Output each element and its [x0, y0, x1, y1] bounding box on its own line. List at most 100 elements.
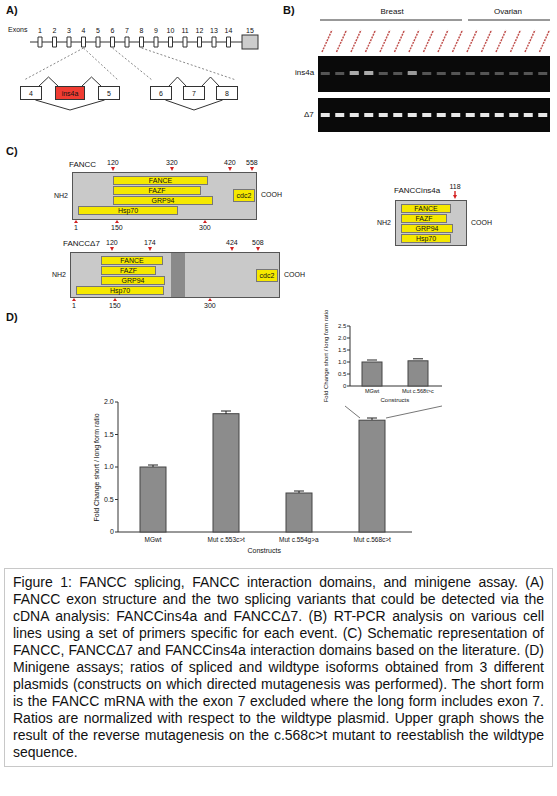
axis-title: Fold Change short / long form ratio: [323, 310, 329, 403]
figure-label: Constructs: [381, 397, 410, 403]
splice-connector: [82, 77, 101, 86]
figure-label: Exons: [8, 26, 27, 33]
figure-label: 2: [53, 27, 57, 34]
exon-map-part: [24, 48, 236, 80]
node-label: FANCE: [149, 177, 172, 184]
domain-bar: FAZF: [401, 214, 447, 223]
node-label: 6: [159, 90, 163, 97]
domain-bar: GRP94: [113, 196, 213, 205]
protein-box: FANCCFANCEFAZFGRP94Hsp70cdc2: [72, 172, 257, 220]
figure-label: 1.0: [104, 463, 114, 470]
figure-label: Mut c.554g>a: [279, 537, 319, 544]
figure-label: 11: [182, 27, 189, 34]
domain-bar: FANCE: [101, 256, 163, 265]
figure-label: 420: [224, 159, 236, 166]
node-label: ins4a: [62, 90, 79, 97]
panel-letter: A): [6, 5, 18, 16]
inset-chart-part: [345, 406, 442, 418]
rt-pcr-gel-part: [320, 20, 550, 21]
figure-label: 2.0: [104, 398, 114, 405]
node-label: cdc2: [260, 272, 275, 279]
protein-box: FANCCΔ7FANCEFAZFGRP94Hsp70cdc2: [70, 252, 280, 298]
inset-chart: [345, 326, 442, 418]
figure-label: 8: [140, 27, 144, 34]
figure-label: 2.0: [338, 335, 346, 341]
figure-label: ins4a: [295, 69, 314, 77]
figure-label: Δ7: [304, 111, 314, 119]
figure-label: COOH: [471, 219, 492, 226]
figure-label: 320: [166, 159, 178, 166]
node-heading: FANCC: [69, 161, 96, 169]
figure-label: NH2: [54, 192, 68, 199]
panel-letter: D): [6, 312, 18, 323]
inset-chart-part: [347, 326, 350, 386]
figure-label: 120: [107, 159, 119, 166]
node-label: FAZF: [415, 215, 432, 222]
node-label: GRP94: [122, 277, 145, 284]
figure-label: 1: [72, 302, 76, 309]
position-markers-part: [74, 220, 207, 223]
node-label: 5: [107, 90, 111, 97]
domain-bar: FAZF: [101, 266, 156, 275]
domain-bar: cdc2: [233, 189, 255, 202]
rt-pcr-gel-part: [318, 56, 550, 92]
figure-label: 13: [210, 27, 218, 34]
figure-label: Ovarian: [494, 8, 522, 16]
bar-chart-part: [286, 493, 312, 532]
node-label: FAZF: [120, 267, 137, 274]
domain-bar: GRP94: [101, 276, 165, 285]
exon-box: 5: [98, 86, 120, 100]
excluded-exon-region: [171, 253, 185, 297]
figure-label: 1.5: [104, 431, 114, 438]
figure-label: 424: [226, 239, 238, 246]
exon-box: 6: [150, 86, 172, 100]
domain-bar: FAZF: [113, 186, 201, 195]
bar-chart-part: [359, 420, 385, 532]
splice-connector: [169, 77, 186, 86]
node-label: Hsp70: [110, 287, 130, 294]
splice-connector: [39, 77, 58, 86]
figure-label: 4: [82, 27, 86, 34]
splice-connector: [165, 100, 222, 110]
inset-chart-part: [408, 361, 428, 386]
figure-label: 6: [111, 27, 115, 34]
figure-label: 300: [204, 302, 216, 309]
figure-label: 1.5: [338, 347, 346, 353]
figure-label: 508: [252, 239, 264, 246]
figure-label: NH2: [52, 271, 66, 278]
node-label: 7: [192, 90, 196, 97]
node-label: GRP94: [416, 225, 439, 232]
domain-bar: GRP94: [401, 224, 453, 233]
exon-map-part: [242, 35, 258, 49]
figure-label: 174: [144, 239, 156, 246]
node-heading: FANCCins4a: [394, 187, 440, 195]
rt-pcr-gel-part: [321, 113, 548, 117]
figure-label: 0: [343, 383, 346, 389]
splice-connector: [202, 77, 219, 86]
domain-bar: Hsp70: [78, 206, 178, 215]
bar-chart: [115, 402, 412, 532]
inset-chart-part: [367, 359, 423, 360]
figure-label: 0: [110, 528, 114, 535]
exon-box: 4: [20, 86, 42, 100]
figure-label: 10: [167, 27, 175, 34]
rt-pcr-gel: [318, 20, 550, 132]
rt-pcr-gel-part: [318, 98, 550, 132]
figure-label: 9: [154, 27, 158, 34]
figure-label: 1.0: [338, 359, 346, 365]
figure-label: 118: [450, 183, 461, 190]
figure-label: 12: [196, 27, 204, 34]
position-markers-part: [110, 247, 260, 251]
domain-bar: FANCE: [113, 176, 208, 185]
figure-label: 2.5: [338, 323, 346, 329]
figure-label: NH2: [377, 219, 391, 226]
bar-chart-part: [115, 402, 118, 532]
node-label: 8: [225, 90, 229, 97]
node-label: 4: [29, 90, 33, 97]
figure-label: 1: [38, 27, 42, 34]
rt-pcr-gel-part: [350, 71, 359, 75]
rt-pcr-gel-part: [322, 30, 550, 52]
exon-map: [24, 35, 258, 80]
node-label: FANCE: [120, 257, 143, 264]
